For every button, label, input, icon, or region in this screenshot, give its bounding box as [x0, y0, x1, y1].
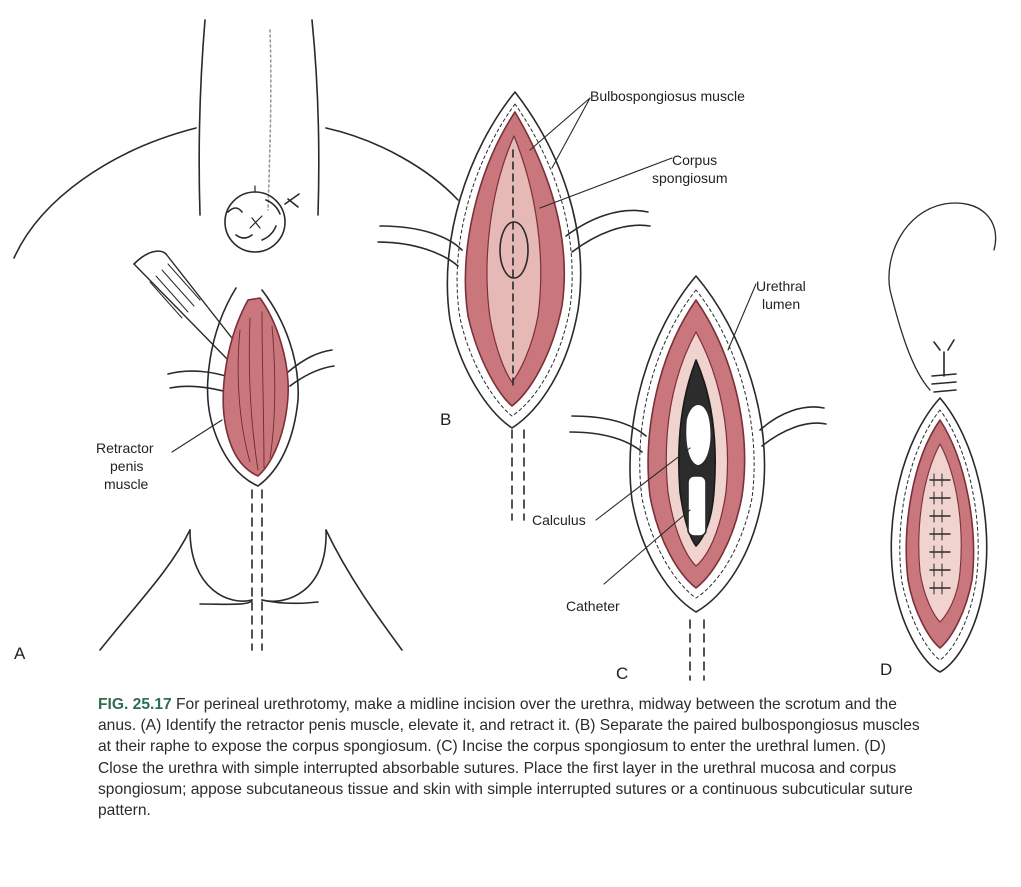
- label-catheter: Catheter: [566, 598, 620, 614]
- panel-label-a: A: [14, 644, 26, 663]
- surgical-illustration: [13, 19, 997, 681]
- label-retractor-penis-line3: muscle: [104, 476, 149, 492]
- label-urethral-lumen-line1: Urethral: [756, 278, 806, 294]
- figure-number: FIG. 25.17: [98, 696, 172, 713]
- panel-label-c: C: [616, 664, 629, 683]
- panel-label-b: B: [440, 410, 452, 429]
- label-urethral-lumen-line2: lumen: [762, 296, 801, 312]
- panel-c-drawing: [569, 275, 827, 681]
- caption-text: For perineal urethrotomy, make a midline…: [98, 696, 920, 820]
- label-corpus-spongiosum-line2: spongiosum: [652, 170, 728, 186]
- label-corpus-spongiosum-line1: Corpus: [672, 152, 718, 168]
- label-retractor-penis-line1: Retractor: [96, 440, 154, 456]
- label-bulbospongiosus-muscle: Bulbospongiosus muscle: [590, 88, 745, 104]
- label-retractor-penis-line2: penis: [110, 458, 144, 474]
- label-calculus: Calculus: [532, 512, 586, 528]
- panel-label-d: D: [880, 660, 893, 679]
- panel-b-drawing: [377, 91, 673, 521]
- panel-a-drawing: [13, 19, 459, 651]
- panel-d-drawing: [888, 202, 997, 673]
- figure-caption: FIG. 25.17 For perineal urethrotomy, mak…: [98, 694, 928, 821]
